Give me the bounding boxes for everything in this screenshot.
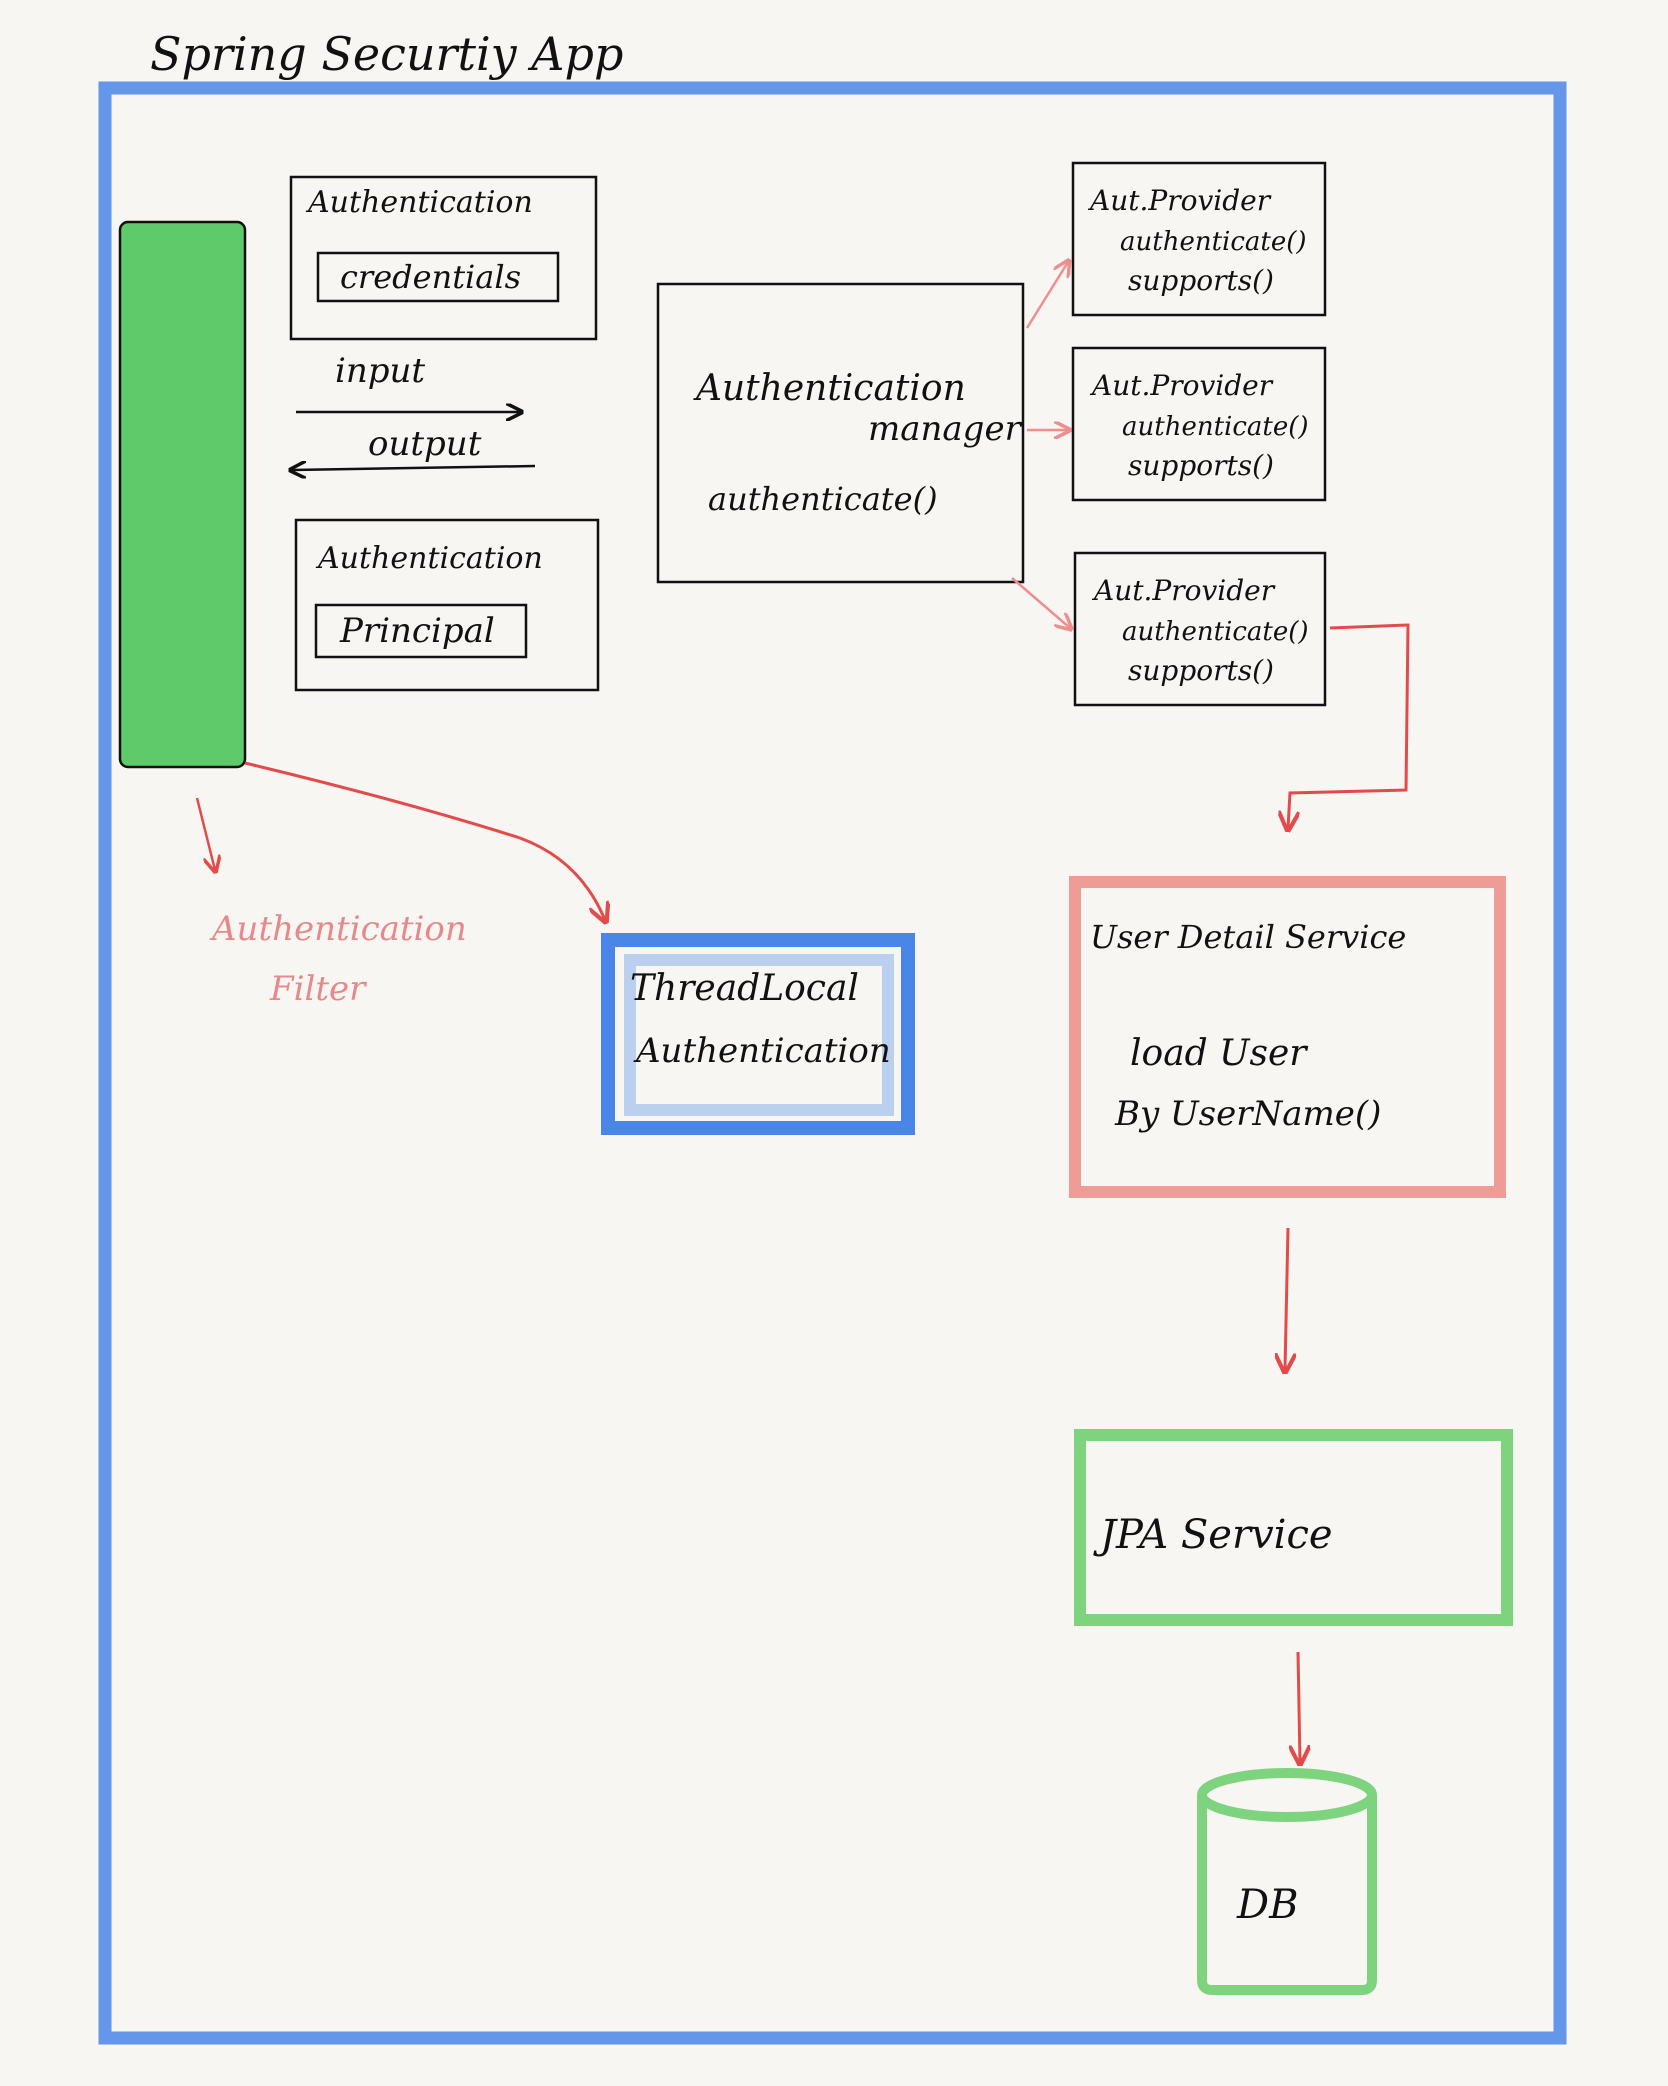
auth-output-box: Authentication Principal <box>294 518 600 692</box>
db-label: DB <box>1236 1882 1298 1928</box>
user-service-line2: By UserName() <box>1114 1094 1381 1134</box>
credentials-field <box>316 251 560 303</box>
principal-field <box>314 603 528 659</box>
manager-to-provider-1-arrow <box>1025 262 1068 329</box>
auth-manager-box: Authentication manager authenticate() <box>656 282 1025 584</box>
jpa-service-label: JPA Service <box>1093 1512 1333 1558</box>
provider-1-name: Aut.Provider <box>1087 184 1272 217</box>
filter-label-line2: Filter <box>269 969 367 1009</box>
user-service-line1: load User <box>1130 1033 1308 1074</box>
provider-box-1: Aut.Provider authenticate() supports() <box>1071 161 1327 317</box>
filter-label-arrow <box>195 797 215 870</box>
auth-output-title: Authentication <box>315 541 543 576</box>
auth-input-title: Authentication <box>305 185 533 220</box>
filter-bar <box>118 220 247 769</box>
jpa-service-box: JPA Service <box>1074 1429 1513 1626</box>
user-service-title: User Detail Service <box>1090 918 1406 956</box>
jpa-to-db-arrow <box>1298 1651 1300 1762</box>
output-arrow <box>292 466 536 470</box>
threadlocal-line2: Authentication <box>633 1031 891 1071</box>
provider-3-method2: supports() <box>1128 654 1274 687</box>
provider-box-3: Aut.Provider authenticate() supports() <box>1073 551 1327 707</box>
provider-1-method1: authenticate() <box>1120 227 1307 257</box>
input-label: input <box>335 351 425 391</box>
credentials-label: credentials <box>340 258 521 296</box>
filter-to-threadlocal-arrow <box>244 761 605 920</box>
db-cylinder: DB <box>1197 1768 1377 1995</box>
provider-to-userservice-arrow <box>1288 623 1410 828</box>
provider-1-method2: supports() <box>1128 264 1274 297</box>
filter-label-line1: Authentication <box>209 909 467 949</box>
manager-subtitle: manager <box>868 409 1023 449</box>
provider-2-method2: supports() <box>1128 449 1274 482</box>
provider-2-method1: authenticate() <box>1122 412 1309 442</box>
provider-3-method1: authenticate() <box>1122 617 1309 647</box>
threadlocal-line1: ThreadLocal <box>630 968 859 1009</box>
manager-to-provider-3-arrow <box>1011 577 1070 628</box>
provider-3-name: Aut.Provider <box>1091 574 1276 607</box>
provider-2-name: Aut.Provider <box>1089 369 1274 402</box>
app-title: Spring Securtiy App <box>150 27 623 81</box>
output-label: output <box>368 424 482 464</box>
threadlocal-box: ThreadLocal Authentication <box>601 933 915 1135</box>
principal-label: Principal <box>339 611 495 651</box>
provider-box-2: Aut.Provider authenticate() supports() <box>1071 346 1327 502</box>
userservice-to-jpa-arrow <box>1285 1227 1288 1370</box>
app-frame <box>98 81 1567 2045</box>
manager-title: Authentication <box>693 368 966 409</box>
manager-method: authenticate() <box>708 480 938 518</box>
user-detail-service-box: User Detail Service load User By UserNam… <box>1069 876 1506 1198</box>
auth-input-box: Authentication credentials <box>289 175 598 341</box>
